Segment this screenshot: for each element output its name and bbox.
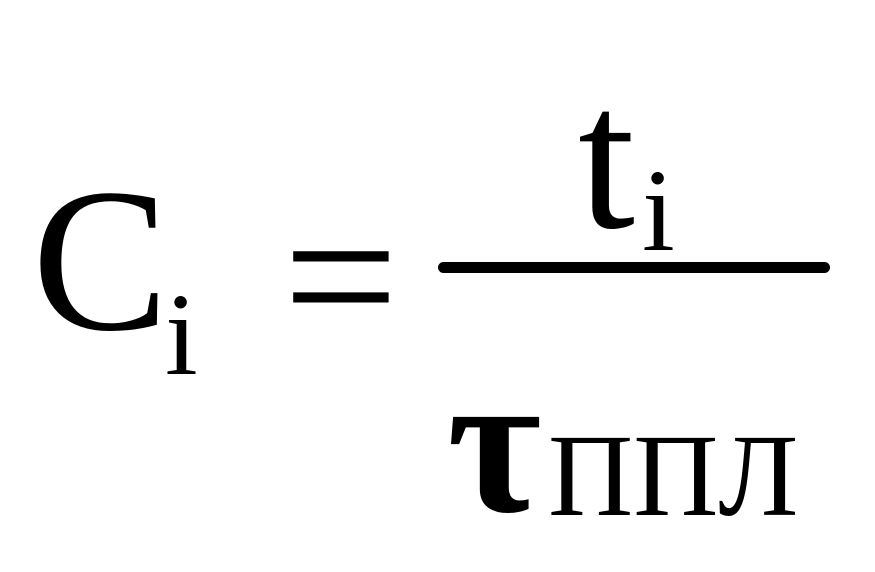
numerator-subscript: i: [642, 145, 675, 276]
numerator-symbol: t: [578, 45, 635, 272]
lhs-subscript: i: [165, 269, 198, 400]
lhs-symbol: C: [32, 147, 169, 374]
denominator-subscript: ППЛ: [548, 410, 799, 541]
equals-sign: =: [283, 163, 399, 390]
denominator-symbol: τ: [447, 329, 542, 556]
fraction-bar: [438, 262, 830, 273]
